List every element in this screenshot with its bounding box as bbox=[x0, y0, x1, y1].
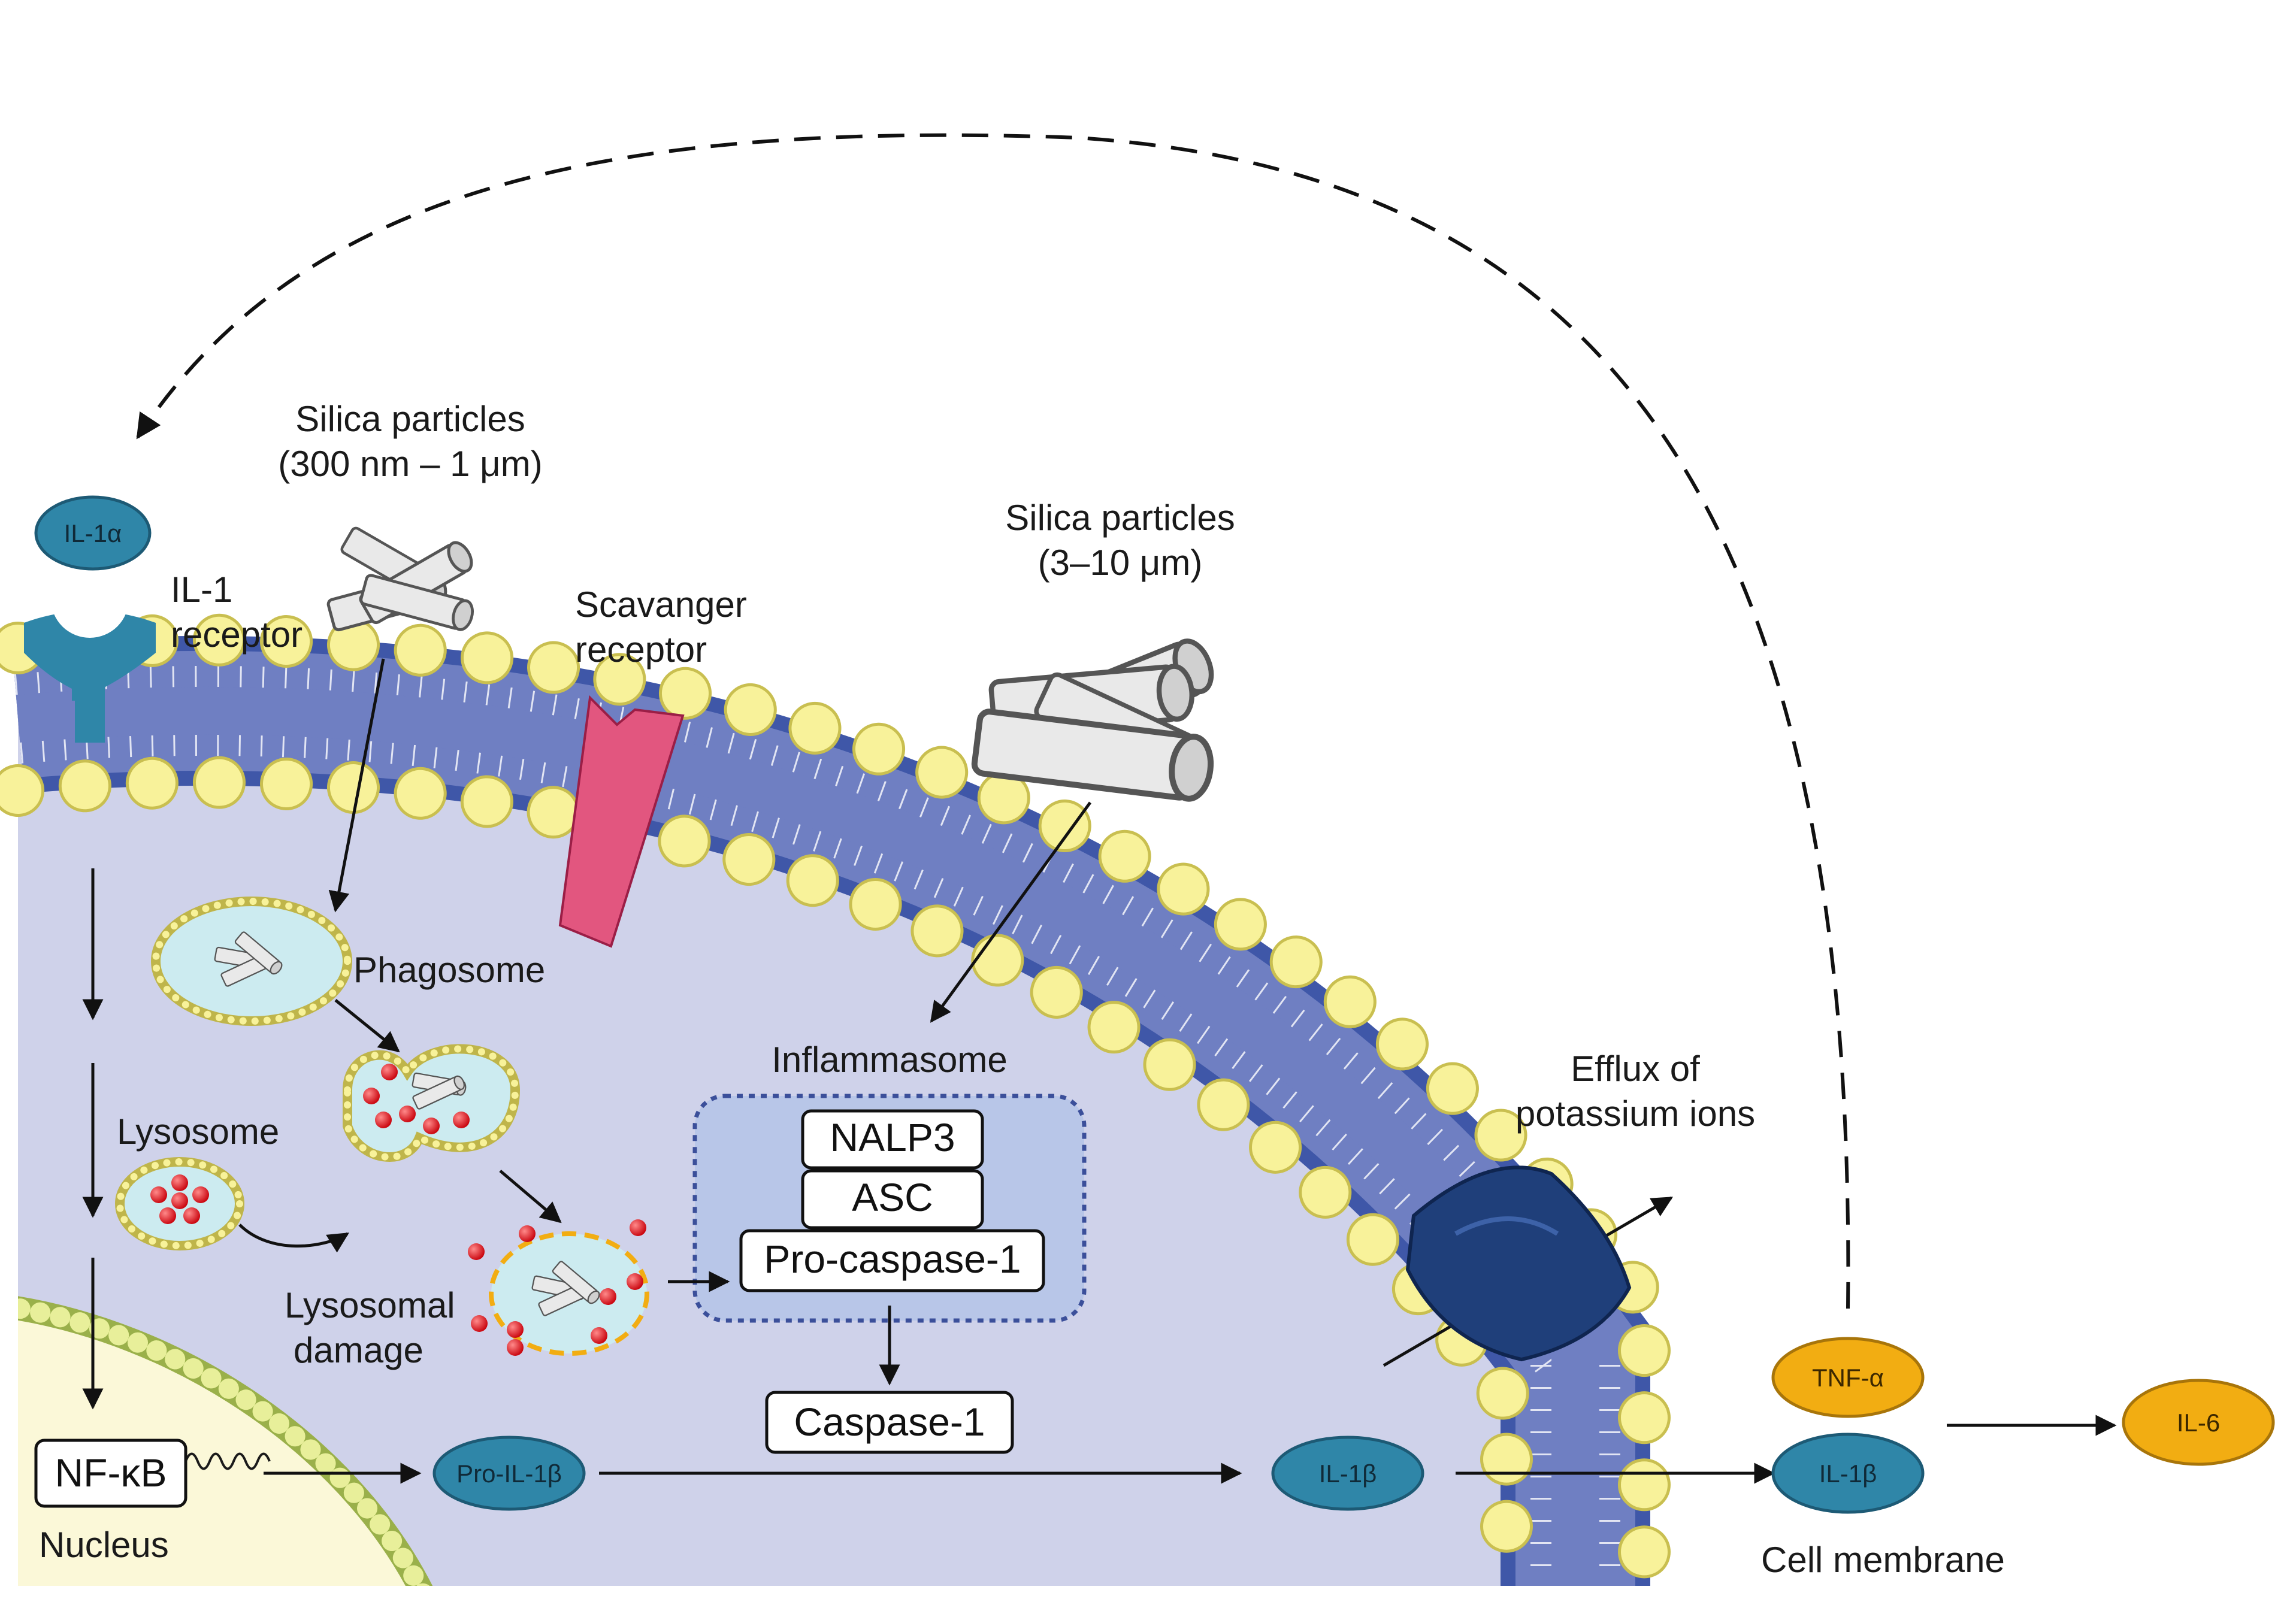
svg-text:TNF-α: TNF-α bbox=[1812, 1364, 1884, 1392]
lysosomal-damage-label-2: damage bbox=[294, 1330, 423, 1370]
phagolysosome bbox=[343, 1044, 521, 1162]
cytokine-il1b-outside: IL-1β bbox=[1771, 1433, 1925, 1514]
feedback-dashed-arc bbox=[136, 133, 1850, 1309]
lysosome bbox=[115, 1157, 244, 1250]
silica-small-size-label: (300 nm – 1 μm) bbox=[278, 444, 542, 484]
cytokine-il1b-inside: IL-1β bbox=[1271, 1436, 1424, 1511]
potassium-channel-icon bbox=[1405, 1165, 1632, 1362]
il1-receptor-label: IL-1 bbox=[171, 570, 232, 610]
nfkb-box: NF-κB bbox=[34, 1439, 187, 1508]
svg-text:Caspase-1: Caspase-1 bbox=[794, 1400, 985, 1444]
svg-text:Pro-caspase-1: Pro-caspase-1 bbox=[764, 1237, 1021, 1281]
lysosome-label: Lysosome bbox=[117, 1112, 279, 1152]
silica-large-label: Silica particles bbox=[1005, 498, 1235, 538]
nucleus-label: Nucleus bbox=[39, 1525, 169, 1565]
scavenger-receptor-label: Scavanger bbox=[575, 585, 747, 625]
svg-text:IL-1β: IL-1β bbox=[1319, 1459, 1377, 1488]
svg-text:IL-1β: IL-1β bbox=[1819, 1459, 1877, 1488]
pro-caspase-box: Pro-caspase-1 bbox=[739, 1229, 1045, 1292]
efflux-label-2: potassium ions bbox=[1515, 1094, 1755, 1134]
caspase-box: Caspase-1 bbox=[765, 1391, 1014, 1454]
il1-receptor-icon bbox=[24, 560, 156, 743]
nucleus bbox=[18, 1294, 443, 1586]
inflammasome-label: Inflammasome bbox=[772, 1040, 1007, 1080]
asc-box: ASC bbox=[801, 1169, 984, 1230]
svg-text:NALP3: NALP3 bbox=[830, 1115, 955, 1159]
svg-text:Pro-IL-1β: Pro-IL-1β bbox=[456, 1459, 562, 1488]
efflux-label: Efflux of bbox=[1571, 1049, 1700, 1089]
silica-particles-small bbox=[327, 526, 476, 632]
cytokine-il6: IL-6 bbox=[2122, 1379, 2275, 1466]
svg-text:IL-1α: IL-1α bbox=[64, 519, 122, 547]
phagosome bbox=[151, 897, 352, 1026]
silica-small-label: Silica particles bbox=[295, 399, 525, 439]
scavenger-receptor-label-2: receptor bbox=[575, 629, 707, 670]
svg-text:IL-6: IL-6 bbox=[2177, 1409, 2220, 1437]
cell-membrane-label: Cell membrane bbox=[1761, 1540, 2005, 1580]
damaged-lysosome bbox=[468, 1219, 649, 1356]
silica-large-size-label: (3–10 μm) bbox=[1038, 543, 1203, 583]
il1-receptor-label-2: receptor bbox=[171, 614, 302, 655]
scavenger-receptor-icon bbox=[558, 695, 685, 948]
cytokine-tnfa: TNF-α bbox=[1771, 1337, 1925, 1418]
cytokine-il1a: IL-1α bbox=[34, 495, 152, 571]
cytokine-pro-il1b: Pro-IL-1β bbox=[432, 1436, 586, 1511]
svg-text:NF-κB: NF-κB bbox=[55, 1450, 167, 1495]
svg-text:ASC: ASC bbox=[852, 1175, 933, 1219]
phagosome-label: Phagosome bbox=[353, 950, 545, 990]
silica-particles-large bbox=[973, 636, 1218, 801]
nalp3-box: NALP3 bbox=[801, 1109, 984, 1170]
dna-helix-icon bbox=[184, 1452, 271, 1470]
lysosomal-damage-label: Lysosomal bbox=[285, 1285, 455, 1325]
